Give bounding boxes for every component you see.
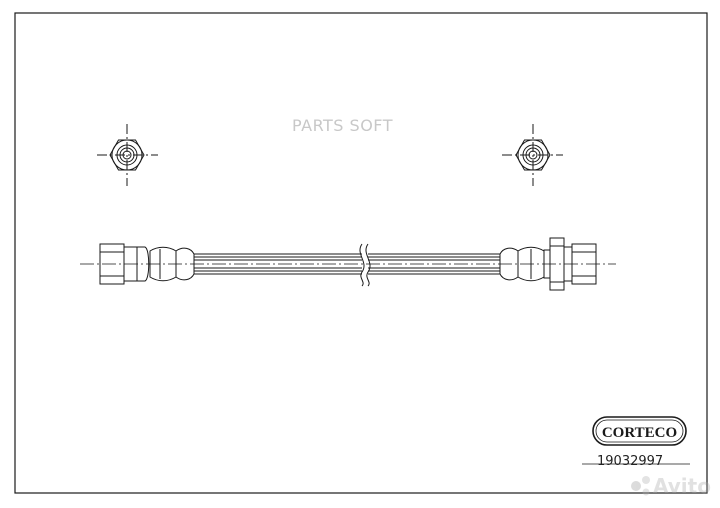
corteco-logo: CORTECO — [592, 416, 687, 446]
hose-break-symbol — [359, 243, 371, 287]
brake-hose-side-view — [80, 237, 616, 291]
avito-watermark: Avito — [631, 474, 711, 498]
right-fitting-end-view-icon — [502, 124, 563, 186]
parts-soft-watermark: PARTS SOFT — [292, 116, 393, 135]
logo-text: CORTECO — [602, 425, 677, 441]
avito-watermark-text: Avito — [653, 474, 711, 498]
hose-body-left — [194, 253, 362, 275]
hose-body-right — [368, 253, 500, 275]
left-fitting-end-view-icon — [97, 124, 158, 186]
part-number: 19032997 — [597, 454, 664, 469]
right-hose-fitting — [499, 237, 597, 291]
drawing-frame — [14, 12, 708, 494]
